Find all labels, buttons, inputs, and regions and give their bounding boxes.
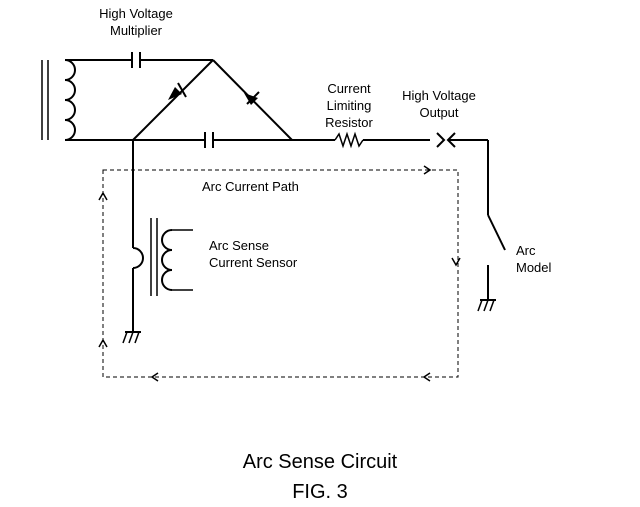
output-label: High Voltage Output (386, 87, 492, 121)
diode-right (212, 59, 293, 141)
sensor-label-line2: Current Sensor (209, 255, 298, 270)
sensor-label: Arc Sense Current Sensor (209, 237, 297, 271)
resistor-label-line1: Current (327, 81, 371, 96)
arc-model-label-line2: Model (516, 260, 552, 275)
arc-path-label: Arc Current Path (202, 179, 299, 194)
sense-wire (132, 140, 144, 332)
arc-model-label-line1: Arc (516, 243, 536, 258)
ground-right-icon (477, 299, 496, 312)
ground-left-icon (122, 331, 141, 344)
resistor-label-line3: Resistor (325, 115, 373, 130)
arc-current-path (98, 165, 461, 382)
top-capacitor-wire (65, 52, 213, 68)
figure-title: Arc Sense Circuit (242, 451, 398, 473)
arc-model-label: Arc Model (516, 242, 551, 276)
output-label-line2: Output (419, 105, 459, 120)
current-sensor (150, 218, 193, 296)
output-label-line1: High Voltage (402, 88, 476, 103)
multiplier-label-line1: High Voltage (99, 6, 173, 21)
current-limiting-resistor (334, 131, 430, 149)
arc-model-switch (487, 140, 506, 300)
figure-number: FIG. 3 (292, 481, 348, 503)
resistor-label: Current Limiting Resistor (310, 80, 388, 131)
multiplier-label-line2: Multiplier (109, 23, 162, 38)
sensor-label-line1: Arc Sense (209, 238, 269, 253)
resistor-label-line2: Limiting (326, 98, 372, 113)
multiplier-label: High Voltage Multiplier (82, 5, 190, 39)
main-wire (65, 132, 335, 148)
diode-left (132, 59, 214, 141)
transformer (41, 59, 76, 141)
output-connector (436, 132, 488, 148)
